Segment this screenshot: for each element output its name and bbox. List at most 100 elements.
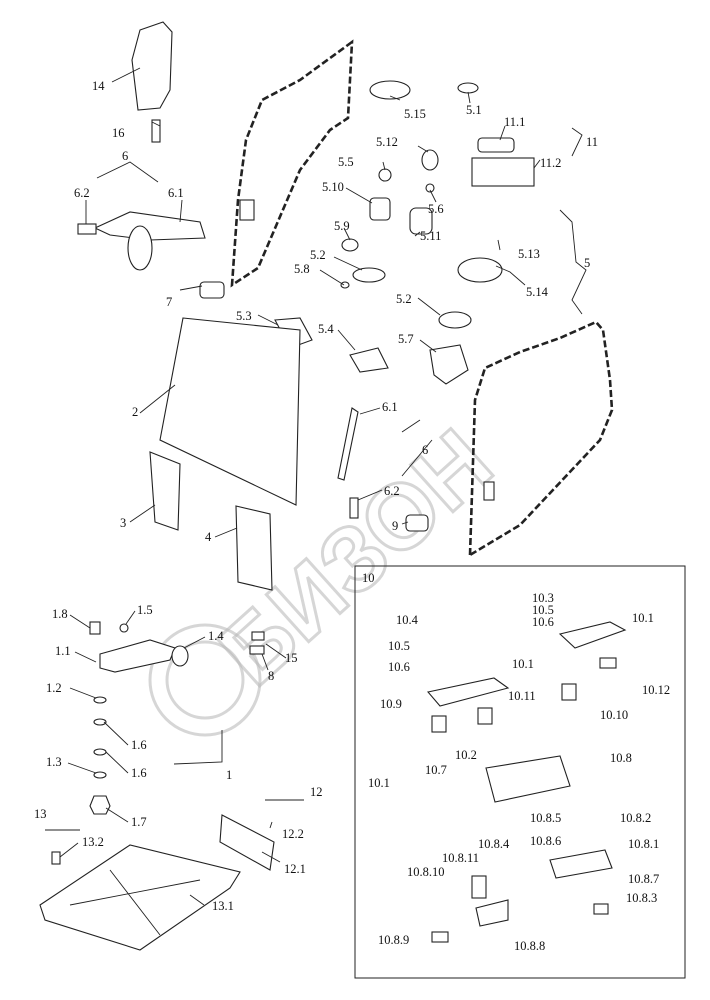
label-11: 11 [586,135,598,149]
label-5-1: 5.1 [466,103,482,117]
label-10-9: 10.9 [380,697,402,711]
part-5-4 [349,347,389,373]
part-11-2-switch [471,157,535,187]
part-5-8 [340,281,350,289]
label-13-1: 13.1 [212,899,234,913]
label-10-1-c: 10.1 [368,776,390,790]
part-2-glass [159,317,301,506]
label-10-8: 10.8 [610,751,632,765]
label-10-8-5: 10.8.5 [530,811,561,825]
label-6-2-b: 6.2 [384,484,400,498]
label-10-6-b: 10.6 [388,660,410,674]
label-10-8-3: 10.8.3 [626,891,657,905]
label-2: 2 [132,405,138,419]
label-6: 6 [122,149,128,163]
part-6-wiper-upper [77,211,206,271]
label-10-5-a: 10.5 [532,603,554,617]
label-10-5-b: 10.5 [388,639,410,653]
label-13-2: 13.2 [82,835,104,849]
label-12-1: 12.1 [284,862,306,876]
part-12-1-plate [219,814,275,871]
inset-title: 10 [362,571,375,585]
label-5-9: 5.9 [334,219,350,233]
label-10-11: 10.11 [508,689,536,703]
part-5-11 [409,207,433,235]
part-5-15-cap [369,80,411,100]
label-1-1: 1.1 [55,644,71,658]
part-7-clip [199,281,225,299]
label-10-8-10: 10.8.10 [407,865,445,879]
part-5-6 [425,183,435,193]
label-14: 14 [92,79,105,93]
label-4: 4 [205,530,212,544]
label-10-8-6: 10.8.6 [530,834,561,848]
label-6-1: 6.1 [168,186,184,200]
part-13-1-mat [39,844,241,951]
label-12-2: 12.2 [282,827,304,841]
label-1-2: 1.2 [46,681,62,695]
inset-steps [426,621,627,943]
labels: 14 16 6 6.2 6.1 7 5.15 5.1 11.1 11 11.2 … [34,79,670,953]
label-5-13: 5.13 [518,247,540,261]
label-12: 12 [310,785,323,799]
label-15: 15 [285,651,298,665]
label-5: 5 [584,256,590,270]
label-3: 3 [120,516,126,530]
label-10-4: 10.4 [396,613,419,627]
part-5-1-cap [457,82,479,94]
right-door [468,320,614,558]
label-5-8: 5.8 [294,262,310,276]
label-13: 13 [34,807,47,821]
label-1-7: 1.7 [131,815,147,829]
label-10-8-2: 10.8.2 [620,811,651,825]
inset-box-10 [354,565,686,979]
label-5-10: 5.10 [322,180,344,194]
label-10-3: 10.3 [532,591,554,605]
label-10-8-7: 10.8.7 [628,872,659,886]
label-5-6: 5.6 [428,202,444,216]
label-11-2: 11.2 [540,156,561,170]
label-16: 16 [112,126,125,140]
label-10-8-11: 10.8.11 [442,851,479,865]
part-9-clip [405,514,429,532]
part-5-2-b [438,311,472,329]
part-5-9 [341,238,359,252]
label-5-15: 5.15 [404,107,426,121]
label-5-7: 5.7 [398,332,414,346]
label-5-14: 5.14 [526,285,549,299]
label-8: 8 [268,669,274,683]
part-5-2-a [352,267,386,283]
label-10-12: 10.12 [642,683,670,697]
part-11-1-frame [477,137,515,153]
label-9: 9 [392,519,398,533]
label-1-6-a: 1.6 [131,738,147,752]
label-10-7: 10.7 [425,763,447,777]
label-1: 1 [226,768,232,782]
label-5-4: 5.4 [318,322,334,336]
watermark-logo-inner-icon [165,640,245,720]
part-15 [251,631,265,641]
label-5-2-a: 5.2 [310,248,326,262]
label-1-6-b: 1.6 [131,766,147,780]
label-10-8-4: 10.8.4 [478,837,510,851]
label-5-3: 5.3 [236,309,252,323]
left-door [230,39,354,288]
label-5-2-b: 5.2 [396,292,412,306]
part-6-2-bolt [349,497,359,519]
part-4-glass [235,505,273,591]
label-7: 7 [166,295,172,309]
part-13-2-bolt [51,851,61,865]
label-10-8-8: 10.8.8 [514,939,545,953]
label-10-1-a: 10.1 [632,611,654,625]
label-1-3: 1.3 [46,755,62,769]
label-5-12: 5.12 [376,135,398,149]
label-6-1-b: 6.1 [382,400,398,414]
label-5-5: 5.5 [338,155,354,169]
label-10-8-9: 10.8.9 [378,933,409,947]
label-5-11: 5.11 [420,229,441,243]
label-6-b: 6 [422,443,428,457]
label-10-8-1: 10.8.1 [628,837,659,851]
label-1-4: 1.4 [208,629,224,643]
part-5-12 [421,149,439,171]
